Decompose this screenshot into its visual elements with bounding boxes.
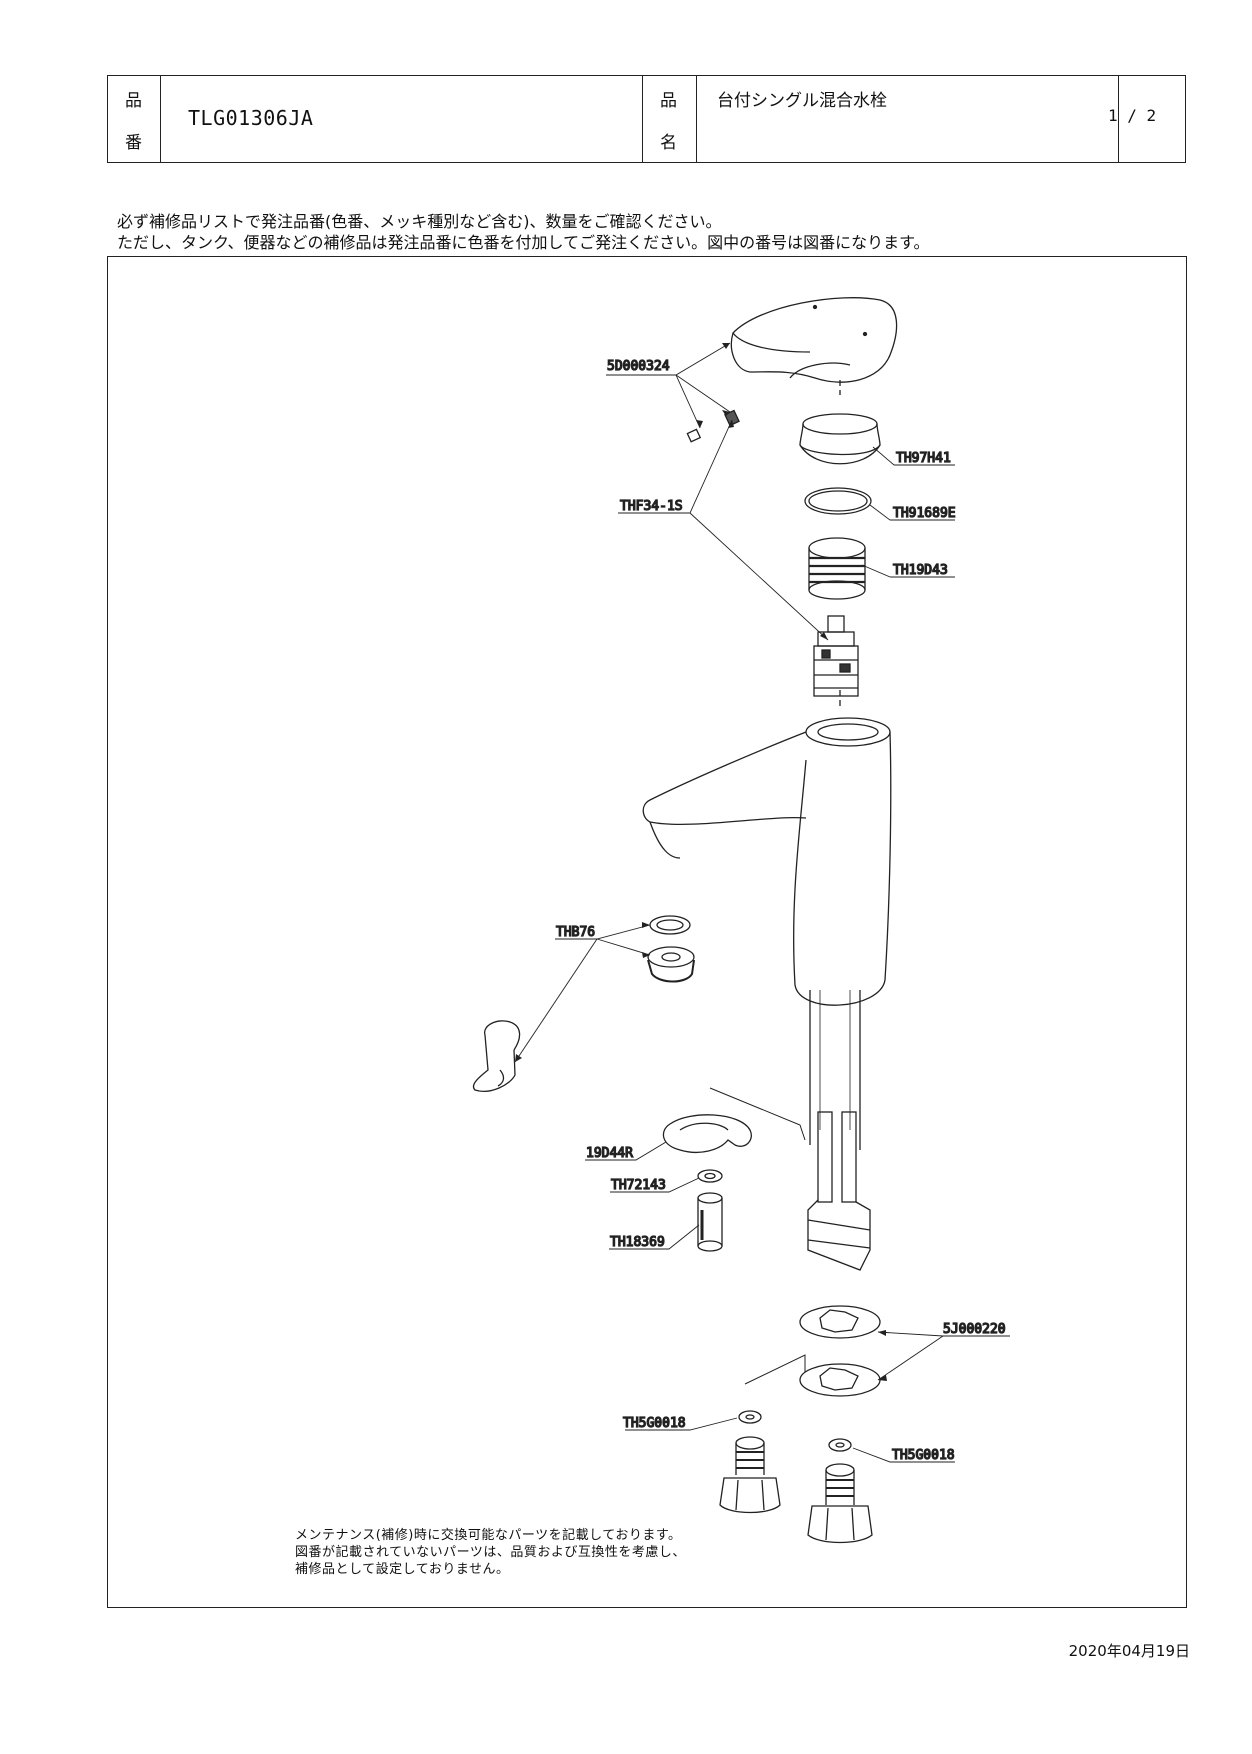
part-label-thb76: THB76 [556,925,595,940]
lever-handle [730,297,898,383]
o-ring [804,487,872,515]
issue-date: 2020年04月19日 [1068,1642,1190,1660]
footnote-line-2: 図番が記載されていないパーツは、品質および互換性を考慮し、 [295,1545,686,1560]
cartridge [813,615,859,697]
part-number-label-bottom: 番 [125,133,142,153]
product-name-label-top: 品 [660,91,677,111]
part-label-th72143: TH72143 [611,1178,666,1193]
product-name-label-cell: 品 名 [643,76,697,162]
notice-line-2: ただし、タンク、便器などの補修品は発注品番に色番を付加してご発注ください。図中の… [117,233,930,252]
page-number: 1 / 2 [1108,106,1157,125]
product-name-cell: 台付シングル混合水栓 [697,76,1119,162]
aerator-wrench [472,1020,521,1092]
part-number: TLG01306JA [188,106,314,130]
part-number-cell: TLG01306JA [161,76,643,162]
product-name-label-bottom: 名 [660,133,677,153]
part-label-th19d43: TH19D43 [893,563,948,578]
cap-cover [799,413,881,465]
threaded-nut [808,537,866,600]
notice-line-1: 必ず補修品リストで発注品番(色番、メッキ種別など含む)、数量をご確認ください。 [117,212,722,231]
faucet-body [642,717,892,1271]
part-label-thf34-1s: THF34-1S [620,499,683,514]
aerator [647,915,695,983]
mounting-plate [799,1305,881,1397]
washer-small [697,1169,723,1183]
part-number-label-top: 品 [125,91,142,111]
part-label-th5g0018-left: TH5G0018 [623,1416,686,1431]
product-name: 台付シングル混合水栓 [717,91,887,111]
part-label-th18369: TH18369 [610,1235,665,1250]
part-label-5j000220: 5J000220 [943,1322,1006,1337]
part-label-th97h41: TH97H41 [896,451,951,466]
footnote-line-3: 補修品として設定しておりません。 [295,1562,510,1577]
footnote-line-1: メンテナンス(補修)時に交換可能なパーツを記載しております。 [295,1528,682,1543]
connector-right [807,1438,873,1544]
set-screw [686,409,740,443]
drawing-frame [107,256,1187,1608]
part-label-th5g0018-right: TH5G0018 [892,1448,955,1463]
title-block: 品 番 TLG01306JA 品 名 台付シングル混合水栓 1 / 2 [107,75,1186,163]
part-label-5d000324: 5D000324 [607,359,670,374]
part-label-th91689e: TH91689E [893,506,956,521]
part-label-19d44r: 19D44R [586,1146,633,1161]
part-number-label-cell: 品 番 [108,76,161,162]
retaining-clip [662,1114,752,1154]
stud-bolt [697,1192,723,1252]
leader-arrowheads [515,343,887,1381]
connector-left [719,1410,781,1514]
leader-lines [514,342,1010,1463]
